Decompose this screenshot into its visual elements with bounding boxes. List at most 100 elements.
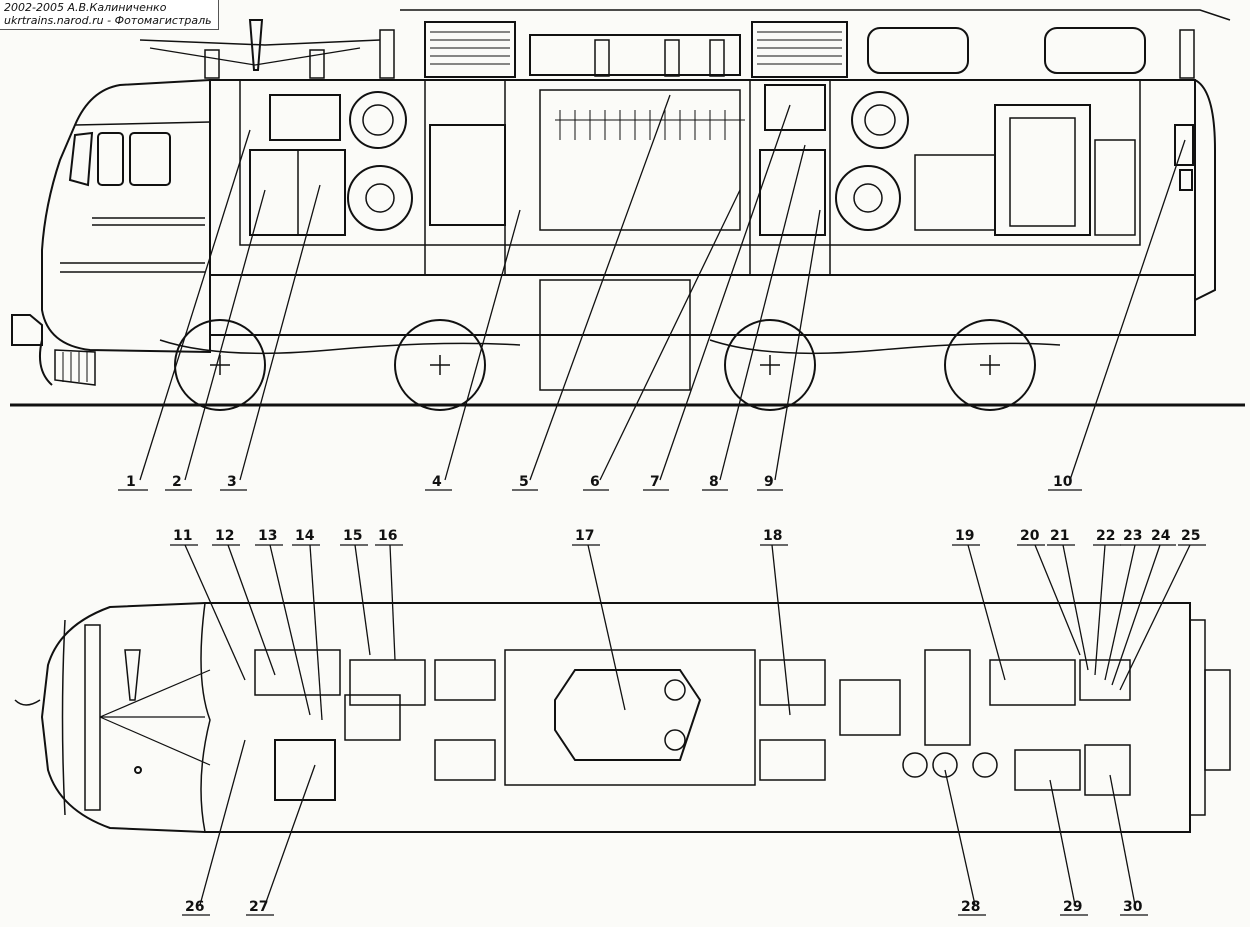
roof-radiator bbox=[751, 21, 848, 78]
callout-12: 12 bbox=[212, 528, 276, 676]
callout-10: 10 bbox=[1048, 139, 1186, 491]
callout-4: 4 bbox=[425, 209, 521, 491]
callout-13: 13 bbox=[255, 528, 311, 716]
label-9: 9 bbox=[764, 474, 774, 490]
label-28: 28 bbox=[961, 899, 980, 915]
callout-28: 28 bbox=[944, 769, 986, 916]
roof-busbar bbox=[400, 9, 1231, 21]
main-transformer bbox=[554, 669, 702, 761]
label-24: 24 bbox=[1151, 528, 1171, 544]
label-20: 20 bbox=[1020, 528, 1040, 544]
label-23: 23 bbox=[1123, 528, 1142, 544]
label-6: 6 bbox=[590, 474, 600, 490]
callout-30: 30 bbox=[1109, 774, 1148, 916]
credit-box: 2002-2005 А.В.Калиниченко ukrtrains.naro… bbox=[0, 0, 219, 30]
cab-window bbox=[68, 131, 94, 187]
roof-radiator bbox=[424, 21, 516, 78]
fan-housing bbox=[349, 91, 407, 149]
motor-compressor bbox=[347, 165, 413, 231]
callout-21: 21 bbox=[1047, 528, 1089, 671]
roof-reservoir bbox=[867, 27, 969, 74]
label-8: 8 bbox=[709, 474, 719, 490]
label-2: 2 bbox=[172, 474, 182, 490]
label-22: 22 bbox=[1096, 528, 1115, 544]
inductive-shunt bbox=[429, 124, 506, 226]
relay-panel bbox=[1094, 139, 1136, 236]
callout-14: 14 bbox=[292, 528, 323, 721]
label-17: 17 bbox=[575, 528, 594, 544]
windshield bbox=[84, 624, 101, 811]
label-16: 16 bbox=[378, 528, 397, 544]
roof-insulators bbox=[204, 29, 1195, 79]
callout-16: 16 bbox=[375, 528, 403, 661]
fan-housing bbox=[851, 91, 909, 149]
label-5: 5 bbox=[519, 474, 529, 490]
underframe bbox=[209, 274, 1196, 336]
plan-outline bbox=[40, 602, 1191, 833]
pantograph bbox=[139, 39, 381, 46]
label-30: 30 bbox=[1123, 899, 1143, 915]
callout-3: 3 bbox=[220, 184, 321, 491]
callout-29: 29 bbox=[1049, 779, 1088, 916]
rear-coupler bbox=[1204, 669, 1231, 771]
credit-line-2: ukrtrains.narod.ru - Фотомагистраль bbox=[4, 14, 212, 27]
motor-block bbox=[274, 739, 336, 801]
label-26: 26 bbox=[185, 899, 204, 915]
callout-19: 19 bbox=[952, 528, 1006, 681]
coupler bbox=[11, 314, 43, 346]
cabinet-block bbox=[1084, 744, 1131, 796]
rear-end bbox=[1194, 79, 1216, 301]
auxiliary-unit bbox=[989, 659, 1076, 706]
cab-nose bbox=[41, 78, 211, 354]
label-21: 21 bbox=[1050, 528, 1069, 544]
label-18: 18 bbox=[763, 528, 782, 544]
callout-25: 25 bbox=[1119, 528, 1206, 691]
side-view bbox=[10, 9, 1245, 411]
compressor bbox=[914, 154, 996, 231]
label-11: 11 bbox=[173, 528, 192, 544]
plan-view bbox=[14, 602, 1231, 833]
control-stand bbox=[124, 649, 141, 701]
label-19: 19 bbox=[955, 528, 974, 544]
callout-27: 27 bbox=[246, 764, 316, 916]
callout-6: 6 bbox=[583, 189, 741, 491]
bogie-front bbox=[159, 319, 521, 411]
plan-labels: 11 12 13 14 15 bbox=[170, 528, 1206, 916]
label-15: 15 bbox=[343, 528, 362, 544]
callout-22: 22 bbox=[1093, 528, 1121, 676]
callout-9: 9 bbox=[757, 209, 821, 491]
blower-motor bbox=[269, 94, 341, 141]
control-cabinet bbox=[994, 104, 1091, 236]
credit-line-1: 2002-2005 А.В.Калиниченко bbox=[4, 1, 167, 14]
label-29: 29 bbox=[1063, 899, 1082, 915]
callout-23: 23 bbox=[1104, 528, 1148, 681]
callout-18: 18 bbox=[760, 528, 791, 716]
callout-20: 20 bbox=[1017, 528, 1081, 656]
callout-7: 7 bbox=[643, 104, 791, 491]
callout-2: 2 bbox=[165, 189, 266, 491]
callout-24: 24 bbox=[1111, 528, 1176, 686]
label-13: 13 bbox=[258, 528, 277, 544]
bogie-rear bbox=[709, 319, 1061, 411]
label-4: 4 bbox=[432, 474, 442, 490]
callout-15: 15 bbox=[340, 528, 371, 656]
transformer-tank bbox=[539, 279, 691, 391]
callout-5: 5 bbox=[512, 94, 671, 491]
label-14: 14 bbox=[295, 528, 315, 544]
label-25: 25 bbox=[1181, 528, 1200, 544]
cab-window bbox=[97, 132, 124, 186]
callout-1: 1 bbox=[118, 129, 251, 491]
callout-11: 11 bbox=[170, 528, 246, 681]
label-1: 1 bbox=[126, 474, 136, 490]
label-7: 7 bbox=[650, 474, 660, 490]
roof-switchgear bbox=[529, 34, 741, 76]
cab-window bbox=[129, 132, 171, 186]
label-3: 3 bbox=[227, 474, 237, 490]
label-10: 10 bbox=[1053, 474, 1073, 490]
motor-compressor bbox=[835, 165, 901, 231]
callout-26: 26 bbox=[182, 739, 246, 916]
label-12: 12 bbox=[215, 528, 234, 544]
roof-reservoir bbox=[1044, 27, 1146, 74]
